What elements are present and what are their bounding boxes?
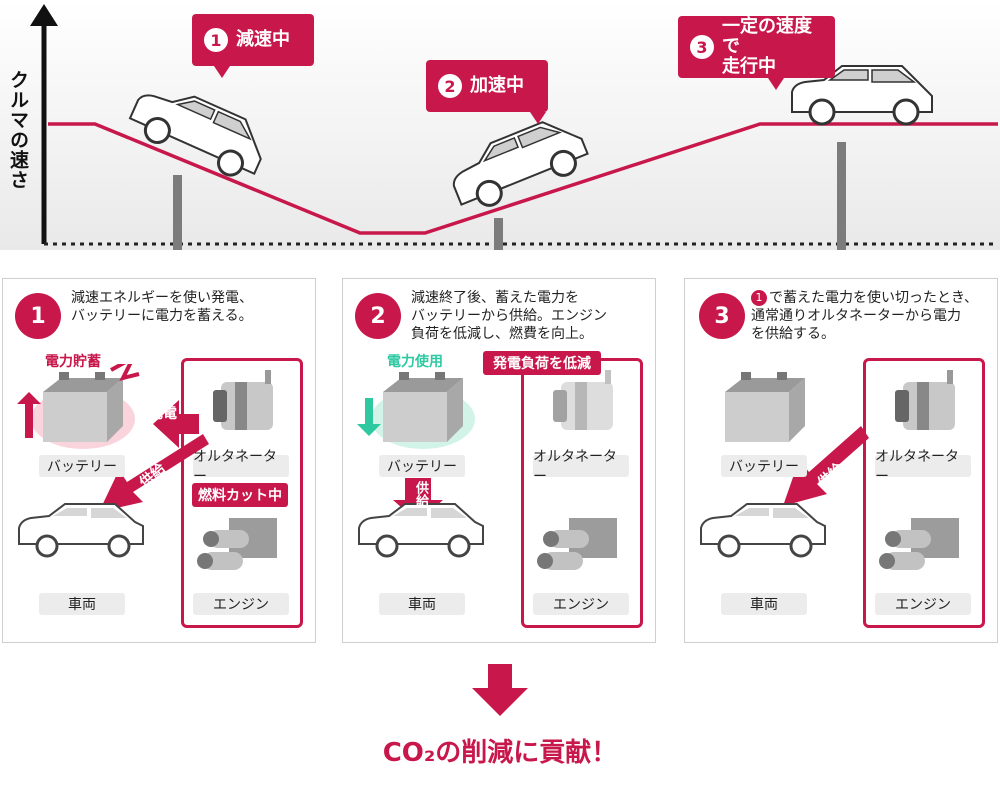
description-line: を供給する。 [751, 326, 835, 342]
alternator-label: オルタネーター [193, 449, 289, 485]
panel-1: 1 減速エネルギーを使い発電、 バッテリーに電力を蓄える。 電力貯蓄 [2, 278, 316, 643]
callout-number: 1 [204, 28, 228, 52]
inline-step-number: 1 [751, 290, 767, 306]
description-line: 負荷を低減し、燃費を向上。 [411, 326, 593, 342]
callout-tail [768, 78, 784, 90]
battery-state-label: 電力貯蓄 [45, 354, 101, 370]
callout-line: 一定の速度で [722, 16, 812, 57]
car-decelerating-icon [128, 94, 262, 177]
callout-tail [530, 112, 546, 124]
panel-2-illustration [357, 370, 617, 570]
alternator-label: オルタネーター [533, 449, 629, 485]
red-highlight-box [863, 358, 985, 628]
callout-text: 減速中 [236, 29, 290, 50]
battery-icon [383, 372, 463, 442]
charge-arrow [153, 400, 199, 448]
panel-description: 減速エネルギーを使い発電、 バッテリーに電力を蓄える。 [71, 289, 311, 325]
speed-graph [30, 4, 998, 250]
speed-axis-label: クルマの速さ [7, 70, 29, 190]
spark-icon [110, 364, 140, 381]
fuel-cut-tag: 燃料カット中 [192, 483, 288, 507]
vehicle-icon [18, 503, 144, 558]
callout-cruising: 3 一定の速度で 走行中 [678, 16, 835, 78]
conclusion-arrow-icon [472, 664, 528, 716]
battery-label: バッテリー [39, 455, 125, 477]
speed-line [48, 122, 998, 235]
engine-label: エンジン [193, 593, 289, 615]
supply-label: 供給 [413, 481, 428, 507]
callout-accelerating: 2 加速中 [426, 60, 548, 112]
engine-icon [197, 518, 277, 570]
battery-label: バッテリー [721, 455, 807, 477]
engine-icon [537, 518, 617, 570]
red-highlight-box [521, 358, 643, 628]
down-arrow-icon [357, 398, 381, 436]
panel-3-illustration [700, 370, 959, 570]
vehicle-label: 車両 [39, 593, 125, 615]
description-line: 減速エネルギーを使い発電、 [71, 290, 253, 306]
engine-label: エンジン [875, 593, 971, 615]
up-arrow-icon [17, 392, 41, 438]
alternator-icon [895, 370, 955, 430]
charge-label: 充電 [149, 406, 177, 422]
callout-number: 3 [690, 35, 714, 59]
battery-icon [725, 372, 805, 442]
car-cruising-icon [791, 65, 933, 126]
panel-number: 2 [355, 293, 401, 339]
vehicle-label: 車両 [721, 593, 807, 615]
callout-text: 加速中 [470, 75, 524, 96]
description-text: で蓄えた電力を使い切ったとき、 [769, 290, 979, 306]
description-line: バッテリーに電力を蓄える。 [71, 308, 253, 324]
panel-description: 減速終了後、蓄えた電力を バッテリーから供給。エンジン 負荷を低減し、燃費を向上… [411, 289, 651, 343]
down-arrows [173, 142, 846, 250]
load-reduction-tag: 発電負荷を低減 [483, 351, 601, 375]
alternator-label: オルタネーター [875, 449, 971, 485]
callout-decelerating: 1 減速中 [192, 14, 314, 66]
description-line: バッテリーから供給。エンジン [411, 308, 607, 324]
vehicle-icon [358, 503, 484, 558]
panel-2: 2 減速終了後、蓄えた電力を バッテリーから供給。エンジン 負荷を低減し、燃費を… [342, 278, 656, 643]
alternator-icon [213, 370, 273, 430]
callout-number: 2 [438, 74, 462, 98]
car-accelerating-icon [452, 121, 589, 207]
panel-1-illustration [17, 364, 277, 570]
description-line: 減速終了後、蓄えた電力を [411, 290, 579, 306]
callout-line: 走行中 [722, 56, 776, 77]
callout-text: 一定の速度で 走行中 [722, 17, 823, 77]
alternator-icon [553, 370, 613, 430]
engine-label: エンジン [533, 593, 629, 615]
panel-number: 3 [699, 293, 745, 339]
conclusion-text: CO₂の削減に貢献！ [382, 738, 618, 768]
callout-tail [214, 66, 230, 78]
panel-number: 1 [15, 293, 61, 339]
vehicle-icon [700, 503, 826, 558]
red-highlight-box [181, 358, 303, 628]
supply-arrow [783, 426, 869, 506]
vehicle-label: 車両 [379, 593, 465, 615]
y-axis-arrowhead [30, 4, 58, 26]
battery-icon [43, 372, 123, 442]
battery-label: バッテリー [379, 455, 465, 477]
battery-state-label: 電力使用 [387, 354, 443, 370]
engine-icon [879, 518, 959, 570]
description-line: 通常通りオルタネーターから電力 [751, 308, 961, 324]
